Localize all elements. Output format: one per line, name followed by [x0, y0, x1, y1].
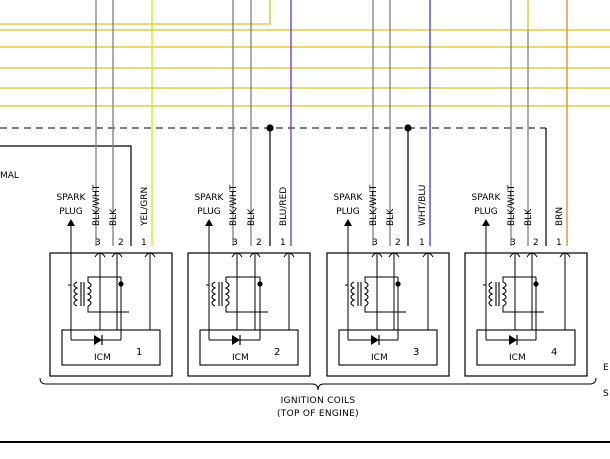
coil-unit-4: BLK/WHT BLK BRN 3 2 1 SPARK PLUG ICM 4 [464, 184, 588, 377]
coil-number: 3 [413, 347, 419, 358]
secondary-lead [206, 240, 210, 286]
primary-bottom-lead [502, 306, 544, 313]
spark-plug-label-2: PLUG [474, 207, 498, 217]
pin-number-1: 3 [372, 238, 378, 248]
secondary-lead [345, 240, 349, 286]
coil-unit-3: BLK/WHT BLK WHT/BLU 3 2 1 SPARK PLUG ICM 3 [326, 184, 450, 377]
coil-unit-2: BLK/WHT BLK BLU/RED 3 2 1 SPARK PLUG ICM 2 [187, 184, 311, 377]
top-bus-wires [0, 29, 610, 107]
diode-icon [232, 335, 240, 345]
spark-plug-label-2: PLUG [336, 207, 360, 217]
pin-number-3: 1 [141, 238, 147, 248]
junction-dot-coil3 [404, 124, 412, 132]
pin-number-1: 3 [95, 238, 101, 248]
primary-bottom-lead [225, 306, 268, 313]
coil-number: 4 [551, 347, 557, 358]
diode-icon [371, 335, 379, 345]
coils-bracket [39, 377, 597, 391]
icm-label: ICM [371, 353, 388, 363]
left-edge-label: MAL [0, 171, 19, 181]
wire-label-1: BLK/WHT [92, 184, 102, 226]
pin-number-1: 3 [232, 238, 238, 248]
icm-box [61, 329, 161, 366]
junction-dot-coil2 [266, 124, 274, 132]
secondary-winding-icon [211, 281, 217, 307]
spark-plug-label-1: SPARK [334, 193, 364, 203]
right-edge-label-1: E [603, 363, 609, 373]
secondary-winding-icon [350, 281, 356, 307]
primary-top-lead [87, 276, 121, 282]
wire-label-1: BLK/WHT [369, 184, 379, 226]
icm-label: ICM [94, 353, 111, 363]
primary-top-lead [364, 276, 398, 282]
coil-unit-1: BLK/WHT BLK YEL/GRN 3 2 1 SPARK PLUG ICM 1 [49, 184, 173, 377]
caption-line-1: IGNITION COILS [281, 396, 356, 406]
secondary-winding-icon [488, 281, 494, 307]
coil-box [326, 252, 450, 377]
diode-icon [94, 335, 102, 345]
secondary-winding-icon [73, 281, 79, 307]
dashed-branches [266, 124, 412, 246]
pin-number-2: 2 [256, 238, 262, 248]
icm-box [338, 329, 438, 366]
diode-icon [509, 335, 517, 345]
wire-label-3: BLU/RED [279, 187, 289, 226]
coil-box [49, 252, 173, 377]
spark-plug-label-2: PLUG [59, 207, 83, 217]
spark-plug-label-2: PLUG [197, 207, 221, 217]
primary-bottom-lead [364, 306, 406, 313]
icm-box [476, 329, 576, 366]
pin-number-3: 1 [556, 238, 562, 248]
wire-label-2: BLK [386, 208, 396, 226]
signal-line-left [0, 145, 132, 246]
spark-arrow-head-icon [344, 219, 352, 226]
top-risers [0, 0, 529, 30]
pin-number-3: 1 [280, 238, 286, 248]
coil-box [187, 252, 311, 377]
wire-label-1: BLK/WHT [229, 184, 239, 226]
wire-label-3: YEL/GRN [140, 187, 150, 227]
secondary-lead [68, 240, 72, 286]
primary-winding-icon [363, 281, 369, 307]
primary-winding-icon [224, 281, 230, 307]
right-edge-label-2: S [603, 389, 609, 399]
pin-number-2: 2 [118, 238, 124, 248]
riser-a [0, 0, 271, 25]
wire-label-3: WHT/BLU [418, 184, 428, 226]
primary-winding-icon [501, 281, 507, 307]
pin-number-1: 3 [510, 238, 516, 248]
spark-arrow-head-icon [482, 219, 490, 226]
icm-label: ICM [509, 353, 526, 363]
primary-bottom-lead [87, 306, 129, 313]
wire-label-1: BLK/WHT [507, 184, 517, 226]
coil-box [464, 252, 588, 377]
pin-number-2: 2 [395, 238, 401, 248]
primary-top-lead [225, 276, 260, 282]
secondary-lead [483, 240, 487, 286]
primary-top-lead [502, 276, 536, 282]
wire-label-2: BLK [247, 208, 257, 226]
primary-winding-icon [86, 281, 92, 307]
coil-number: 1 [136, 347, 142, 358]
pin-number-3: 1 [419, 238, 425, 248]
wire-label-2: BLK [524, 208, 534, 226]
caption-line-2: (TOP OF ENGINE) [277, 409, 359, 419]
feed-wires [95, 0, 568, 246]
pin-number-2: 2 [533, 238, 539, 248]
spark-plug-label-1: SPARK [195, 193, 225, 203]
spark-plug-label-1: SPARK [472, 193, 502, 203]
spark-arrow-head-icon [205, 219, 213, 226]
wire-label-2: BLK [109, 208, 119, 226]
coil-number: 2 [274, 347, 280, 358]
icm-label: ICM [232, 353, 249, 363]
spark-plug-label-1: SPARK [57, 193, 87, 203]
spark-arrow-head-icon [67, 219, 75, 226]
icm-box [199, 329, 299, 366]
wire-label-3: BRN [555, 207, 565, 226]
